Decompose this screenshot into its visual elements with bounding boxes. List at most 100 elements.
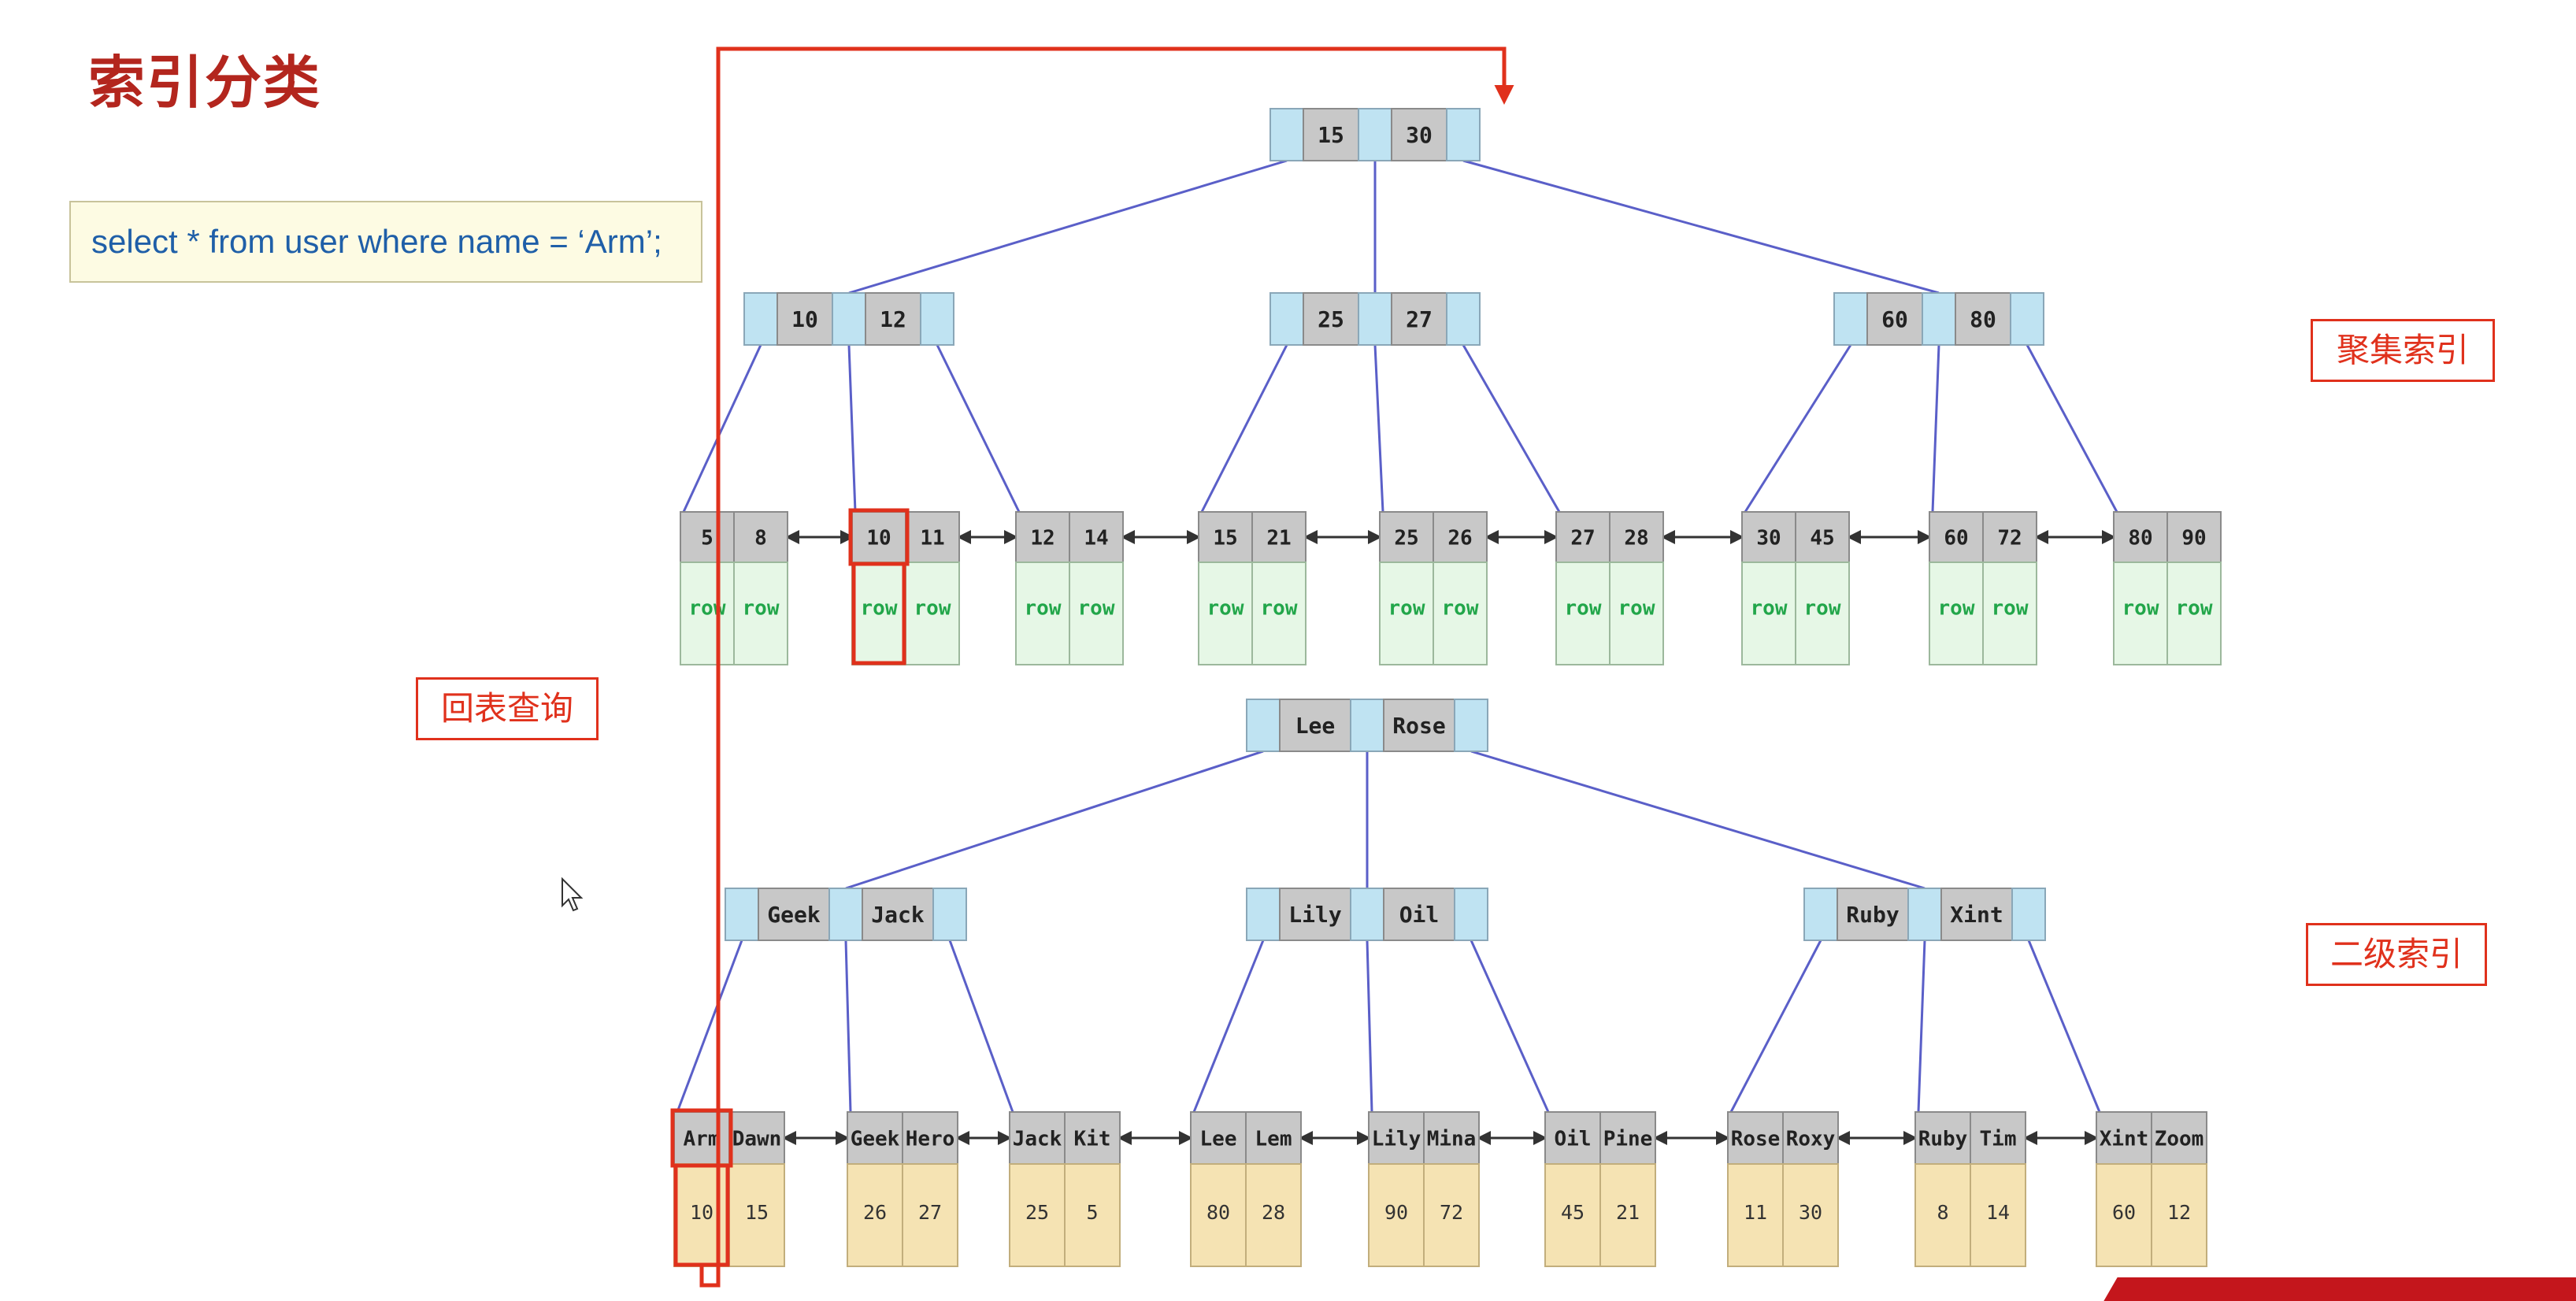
leaf-key-cell — [847, 1111, 903, 1165]
leaf-key: Rose — [1731, 1128, 1781, 1151]
tree-edge — [1931, 344, 1940, 513]
leaf-value-cell — [1245, 1163, 1302, 1267]
leaf-key-cell — [1009, 1111, 1066, 1165]
secondary-index-internal-node-key-cell — [1383, 888, 1455, 941]
tree-edge — [845, 750, 1264, 890]
leaf-key: 5 — [701, 527, 713, 550]
clustered-index-internal-node-pointer — [1833, 292, 1868, 346]
tree-edge — [1729, 940, 1822, 1113]
leaf-value: 28 — [1262, 1201, 1285, 1224]
tree-edge — [682, 344, 762, 513]
leaf-row: row — [1565, 597, 1602, 621]
leaf-key: Lem — [1255, 1128, 1292, 1151]
clustered-index-internal-node-key: 10 — [791, 306, 818, 332]
secondary-index-internal-node-pointer — [1907, 888, 1942, 941]
clustered-index-root-key: 30 — [1406, 122, 1433, 148]
clustered-index-internal-node-key: 25 — [1318, 306, 1344, 332]
leaf-row-cell — [1555, 562, 1610, 665]
secondary-index-root-pointer — [1246, 699, 1281, 752]
leaf-key-cell — [1069, 511, 1124, 563]
leaf-row-cell — [1741, 562, 1796, 665]
clustered-index-internal-node-pointer — [1922, 292, 1956, 346]
leaf-key: 45 — [1810, 527, 1834, 550]
leaf-value: 12 — [2167, 1201, 2191, 1224]
tree-edge — [847, 344, 857, 513]
leaf-value: 90 — [1384, 1201, 1408, 1224]
secondary-index-internal-node-key-cell — [1940, 888, 2013, 941]
leaf-key: Pine — [1603, 1128, 1653, 1151]
leaf-key: Oil — [1555, 1128, 1592, 1151]
tree-edge — [1192, 940, 1265, 1113]
leaf-key: 80 — [2128, 527, 2152, 550]
leaf-row-cell — [733, 562, 788, 665]
tree-edge — [1373, 344, 1384, 513]
leaf-value-cell — [1064, 1163, 1121, 1267]
leaf-key: 30 — [1756, 527, 1781, 550]
leaf-row: row — [1388, 597, 1425, 621]
clustered-index-label: 聚集索引 — [2311, 319, 2495, 382]
leaf-row: row — [1938, 597, 1975, 621]
leaf-key: 15 — [1213, 527, 1237, 550]
leaf-key-cell — [1245, 1111, 1302, 1165]
leaf-value-cell — [1727, 1163, 1784, 1267]
tree-edge — [2027, 940, 2101, 1113]
leaf-key-cell — [1609, 511, 1664, 563]
tree-edge — [1462, 344, 1561, 513]
leaf-row: row — [1992, 597, 2029, 621]
leaf-value-cell — [1970, 1163, 2026, 1267]
clustered-index-internal-node-pointer — [743, 292, 778, 346]
clustered-index-root-pointer — [1269, 108, 1304, 161]
leaf-row: row — [1207, 597, 1244, 621]
leaf-key: Xint — [2100, 1128, 2149, 1151]
mouse-cursor-icon — [562, 877, 584, 912]
leaf-key-cell — [1782, 1111, 1839, 1165]
leaf-row: row — [1804, 597, 1841, 621]
tree-edge — [844, 940, 852, 1113]
leaf-row-cell — [2113, 562, 2168, 665]
leaf-key-cell — [2113, 511, 2168, 563]
leaf-value: 72 — [1440, 1201, 1463, 1224]
leaf-row-cell — [1433, 562, 1488, 665]
leaf-row: row — [1025, 597, 1062, 621]
leaf-key-cell — [902, 1111, 958, 1165]
secondary-index-internal-node-key: Lily — [1288, 902, 1342, 928]
leaf-key-cell — [851, 511, 906, 563]
clustered-index-internal-node-key-cell — [1866, 292, 1923, 346]
secondary-index-label: 二级索引 — [2306, 923, 2487, 986]
clustered-index-internal-node-key-cell — [777, 292, 833, 346]
leaf-key-cell — [1015, 511, 1070, 563]
leaf-row-cell — [1198, 562, 1253, 665]
secondary-index-internal-node-key: Ruby — [1846, 902, 1900, 928]
leaf-key: 10 — [866, 527, 891, 550]
leaf-value: 60 — [2112, 1201, 2136, 1224]
leaf-value-cell — [1190, 1163, 1247, 1267]
secondary-index-root-pointer — [1454, 699, 1488, 752]
secondary-index-internal-node-pointer — [932, 888, 967, 941]
leaf-key: 27 — [1570, 527, 1595, 550]
leaf-row-cell — [1069, 562, 1124, 665]
leaf-value-cell — [1368, 1163, 1425, 1267]
leaf-key: 11 — [920, 527, 944, 550]
leaf-key: 25 — [1394, 527, 1418, 550]
leaf-key: Lee — [1200, 1128, 1237, 1151]
clustered-index-internal-node-key-cell — [1391, 292, 1447, 346]
leaf-value: 5 — [1086, 1201, 1098, 1224]
leaf-row-cell — [1929, 562, 1984, 665]
tree-edge — [1470, 940, 1550, 1113]
leaf-row: row — [2176, 597, 2213, 621]
leaf-key: Hero — [906, 1128, 955, 1151]
leaf-key-cell — [2151, 1111, 2207, 1165]
tree-edge — [948, 940, 1014, 1113]
secondary-index-internal-node-key: Geek — [767, 902, 821, 928]
